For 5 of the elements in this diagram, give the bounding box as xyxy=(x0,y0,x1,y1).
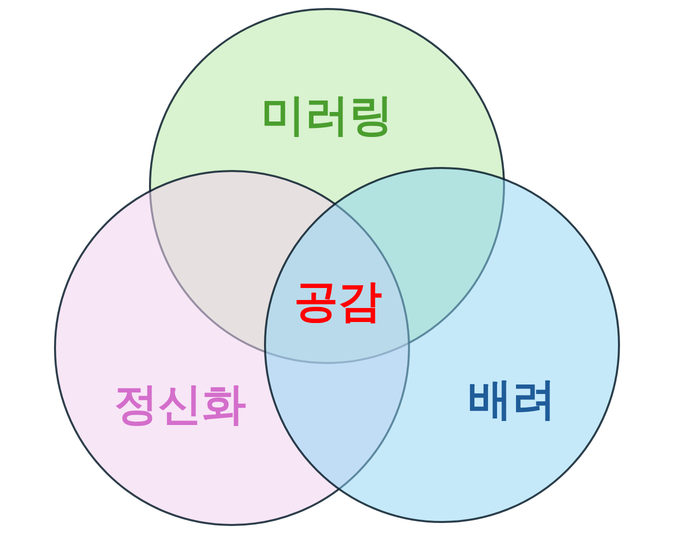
circle-label: 미러링 xyxy=(261,94,393,138)
center-label: 공감 xyxy=(294,280,382,324)
venn-circle xyxy=(264,167,620,523)
circle-label: 정신화 xyxy=(114,383,246,427)
circle-label: 배려 xyxy=(468,378,556,422)
